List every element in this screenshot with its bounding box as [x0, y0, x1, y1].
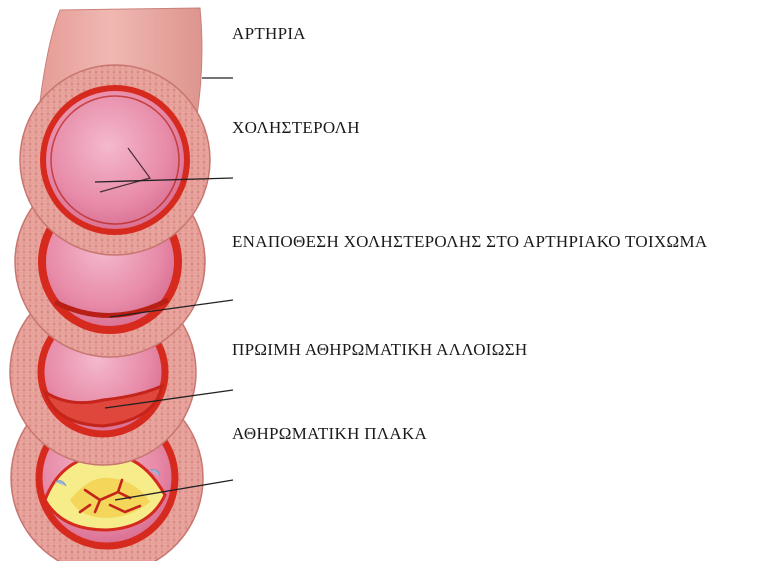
- label-plaque: ΑΘΗΡΩΜΑΤΙΚΗ ΠΛΑΚΑ: [232, 424, 427, 444]
- label-deposition: ΕΝΑΠΟΘΕΣΗ ΧΟΛΗΣΤΕΡΟΛΗΣ ΣΤΟ ΑΡΤΗΡΙΑΚΟ ΤΟΙ…: [232, 232, 707, 252]
- label-cholesterol: ΧΟΛΗΣΤΕΡΟΛΗ: [232, 118, 360, 138]
- cross-section-cholesterol: [20, 65, 210, 255]
- label-early-lesion: ΠΡΩΙΜΗ ΑΘΗΡΩΜΑΤΙΚΗ ΑΛΛΟΙΩΣΗ: [232, 340, 527, 360]
- label-artery: ΑΡΤΗΡΙΑ: [232, 24, 306, 44]
